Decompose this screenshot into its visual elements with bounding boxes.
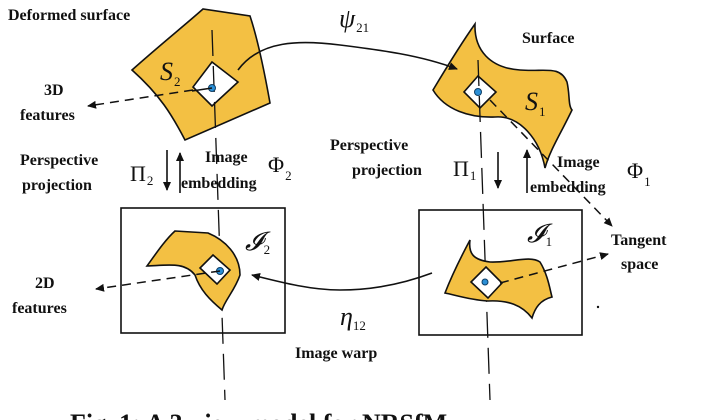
label-persp-left-1: Perspective xyxy=(20,152,98,169)
symbol-i1: 𝓘1 xyxy=(527,219,553,249)
label-image-warp: Image warp xyxy=(295,345,377,362)
label-persp-right-2: projection xyxy=(352,162,422,179)
eta-arrow xyxy=(251,272,433,291)
label-2d: 2D xyxy=(35,275,55,292)
symbol-s1: S1 xyxy=(525,87,546,119)
psi-arrow xyxy=(237,41,458,71)
image-frame-i2 xyxy=(120,207,286,334)
image-surface-i1 xyxy=(443,239,553,320)
features-3d-arrow xyxy=(87,89,194,109)
symbol-pi1: Π1 xyxy=(453,156,476,183)
label-persp-left-2: projection xyxy=(22,177,92,194)
figure-caption: Fig. 1: A 3-view model for NRSfM xyxy=(70,409,447,420)
view-axis-right xyxy=(477,59,491,401)
label-3d-features: features xyxy=(20,107,75,124)
features-2d-arrow xyxy=(95,270,221,292)
label-deformed-surface: Deformed surface xyxy=(8,7,130,24)
label-2d-features: features xyxy=(12,300,67,317)
label-tangent: Tangent xyxy=(611,232,667,249)
label-embed-left-1: Image xyxy=(205,149,248,166)
patch-s2 xyxy=(191,60,240,108)
point-s1 xyxy=(474,88,482,96)
label-tangent-space: space xyxy=(621,256,658,273)
label-persp-right-1: Perspective xyxy=(330,137,408,154)
label-3d: 3D xyxy=(44,82,64,99)
image-frame-i1 xyxy=(418,209,583,336)
symbol-s2: S2 xyxy=(160,57,181,89)
patch-i2 xyxy=(198,253,232,286)
tangent-arrow-image xyxy=(499,252,609,284)
symbol-phi2: Φ2 xyxy=(268,152,292,183)
symbol-i2: 𝓘2 xyxy=(245,227,271,257)
view-axis-left xyxy=(211,29,226,401)
point-i1 xyxy=(481,278,489,286)
label-embed-right-2: embedding xyxy=(530,179,606,196)
symbol-phi1: Φ1 xyxy=(627,158,651,189)
image-surface-i2 xyxy=(145,230,241,312)
symbol-eta12: η12 xyxy=(340,302,366,333)
symbol-psi21: ψ21 xyxy=(339,4,369,35)
deformed-surface-s2 xyxy=(130,8,271,142)
label-embed-left-2: embedding xyxy=(181,175,257,192)
symbol-pi2: Π2 xyxy=(130,161,153,188)
label-surface: Surface xyxy=(522,30,574,47)
label-embed-right-1: Image xyxy=(557,154,600,171)
